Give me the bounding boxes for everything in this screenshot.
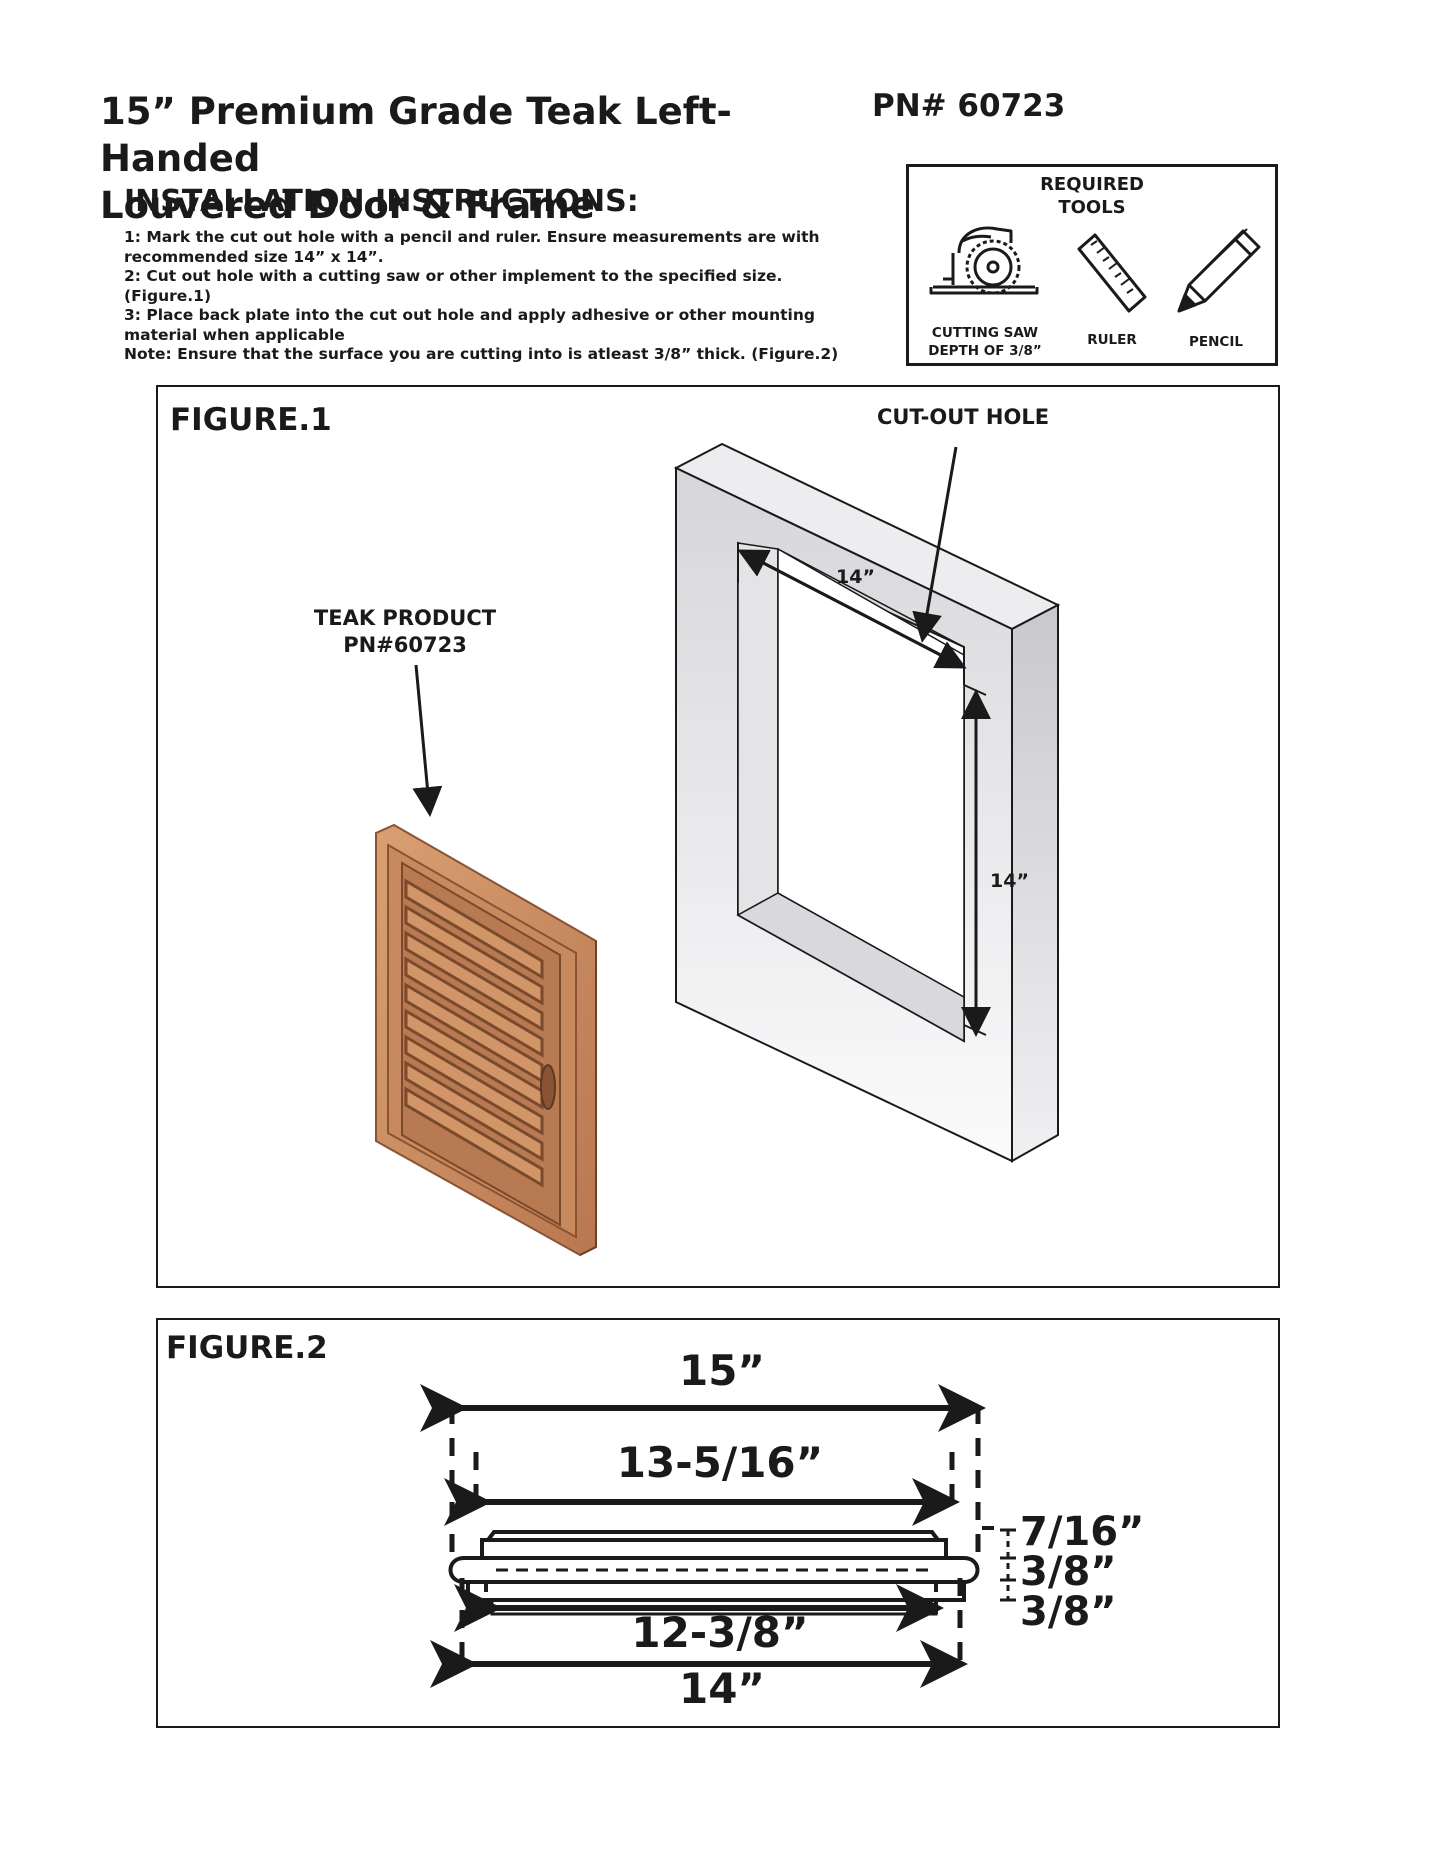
tool-label-ruler: RULER — [1087, 332, 1137, 348]
instruction-line: Note: Ensure that the surface you are cu… — [124, 345, 839, 363]
instruction-line: 2: Cut out hole with a cutting saw or ot… — [124, 267, 783, 305]
ruler-icon — [1077, 233, 1147, 313]
door-width-label: 13-5/16” — [616, 1438, 824, 1487]
pencil-icon — [1177, 228, 1261, 313]
cutout-dimension-arrows — [412, 446, 991, 1037]
circular-saw-icon — [929, 226, 1039, 295]
document-title: 15” Premium Grade Teak Left-Handed Louve… — [100, 88, 860, 229]
instructions-heading: INSTALLATION INSTRUCTIONS: — [124, 184, 639, 219]
overall-width-label: 15” — [678, 1346, 766, 1395]
instruction-line: 3: Place back plate into the cut out hol… — [124, 306, 815, 324]
thickness-top-label: 7/16” — [1020, 1509, 1145, 1555]
wall-cutout-frame — [673, 442, 1061, 1163]
cutout-width-label: 14” — [836, 566, 875, 588]
figure-1-drawing — [375, 442, 1061, 1257]
tool-label-cutting-saw: CUTTING SAW DEPTH OF 3/8” — [928, 325, 1042, 359]
back-width-label: 12-3/8” — [631, 1608, 809, 1657]
figure-2-box — [156, 1318, 1280, 1728]
required-tools-title: REQUIRED TOOLS — [1040, 174, 1144, 218]
title-line-1: 15” Premium Grade Teak Left-Handed — [100, 90, 732, 180]
part-number: PN# 60723 — [872, 88, 1066, 124]
cutout-hole-label: CUT-OUT HOLE — [876, 405, 1050, 429]
cutout-width-label-fig2: 14” — [678, 1664, 766, 1713]
tool-label-pencil: PENCIL — [1189, 334, 1243, 350]
title-line-2: Louvered Door & Frame — [100, 184, 595, 227]
figure-1-title: FIGURE.1 — [170, 402, 332, 438]
figure-2-title: FIGURE.2 — [166, 1330, 328, 1366]
thickness-mid-label: 3/8” — [1020, 1549, 1117, 1595]
teak-louvered-door — [375, 823, 597, 1257]
thickness-bottom-label: 3/8” — [1020, 1589, 1117, 1635]
teak-product-label: TEAK PRODUCT PN#60723 — [313, 606, 497, 657]
instruction-steps: 1: Mark the cut out hole with a pencil a… — [124, 228, 864, 365]
figure-2-cross-section — [420, 1384, 1016, 1688]
instruction-line: material when applicable — [124, 325, 345, 344]
instruction-line: 1: Mark the cut out hole with a pencil a… — [124, 228, 820, 246]
figure-1-box — [156, 385, 1280, 1288]
required-tools-box: REQUIRED TOOLS CUTTING S — [906, 164, 1278, 366]
cutout-height-label: 14” — [990, 870, 1029, 892]
instruction-line: recommended size 14” x 14”. — [124, 247, 384, 266]
